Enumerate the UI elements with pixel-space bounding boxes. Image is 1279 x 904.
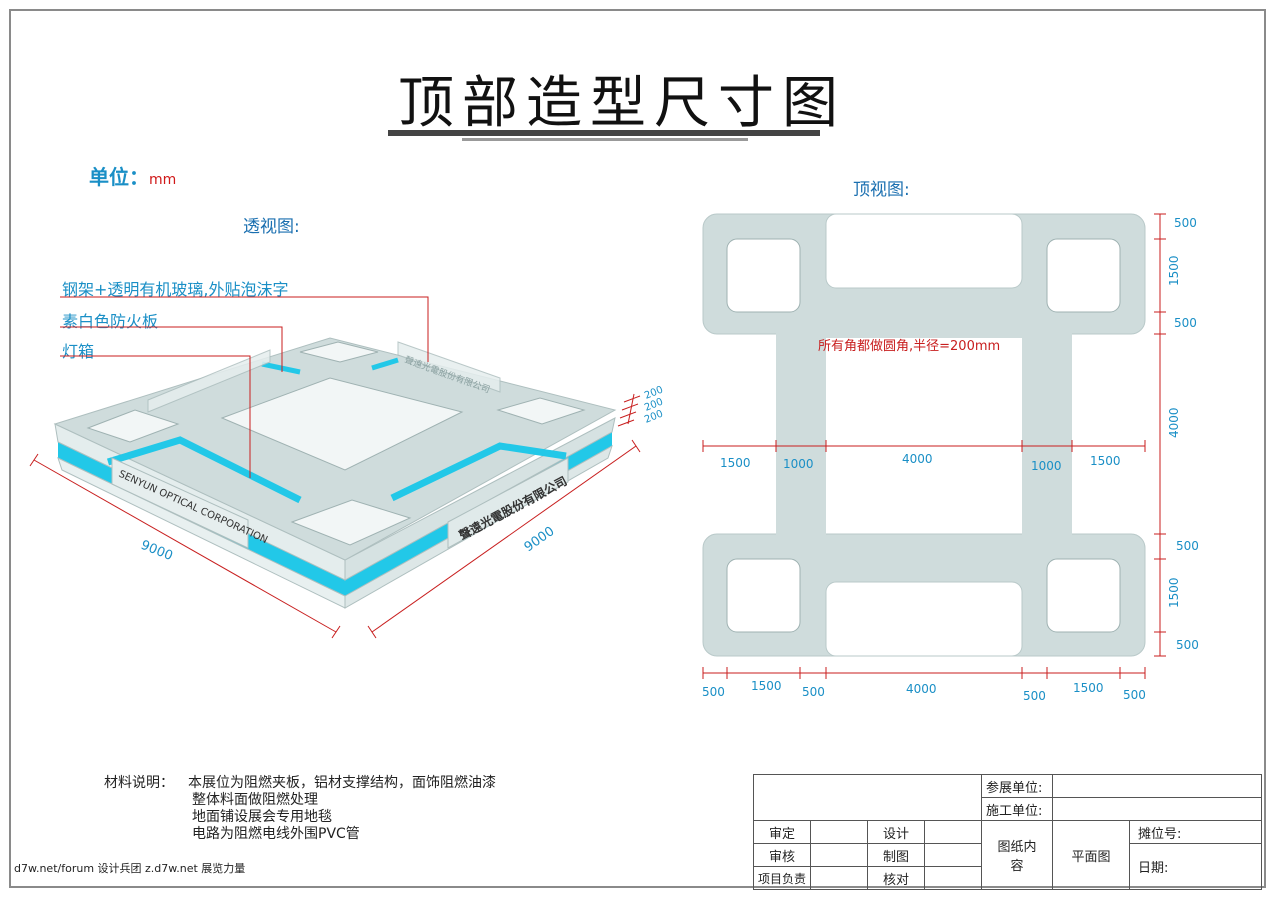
dim-tick-left-b: [331, 625, 341, 639]
inner-lightbox-left: [106, 436, 302, 504]
svg-text:4000: 4000: [902, 452, 933, 466]
watermark-text: d7w.net/forum 设计兵团 z.d7w.net 展览力量: [14, 862, 246, 875]
materials-heading: 材料说明：: [104, 775, 174, 791]
inner-lightbox-back2: [371, 357, 399, 371]
unit-text: 单位：: [89, 165, 149, 189]
top-view-label: 顶视图:: [853, 180, 910, 200]
perspective-label: 透视图:: [243, 217, 300, 237]
callout-steel-frame: 钢架+透明有机玻璃,外贴泡沫字: [62, 280, 289, 299]
middle-bar: [776, 288, 1072, 338]
center-opening: [220, 377, 464, 471]
svg-text:1500: 1500: [1090, 454, 1121, 468]
svg-text:500: 500: [1123, 688, 1146, 702]
dim-tick-left-a: [29, 453, 39, 467]
hole-bottom-right: [1046, 558, 1121, 633]
inner-lightbox-back: [261, 361, 301, 375]
svg-text:1500: 1500: [1073, 681, 1104, 695]
dim-text-right: 9000: [522, 524, 558, 555]
dim-height-tick-3: [619, 411, 637, 419]
page-title: 顶部造型尺寸图: [398, 71, 846, 136]
sign-board-back-left: [147, 349, 271, 413]
dim-height-tick-4: [617, 419, 635, 427]
corner-opening-front: [290, 499, 412, 546]
rounded-corner-note: 所有角都做圆角,半径=200mm: [818, 339, 1000, 354]
sign-board-left: [111, 457, 249, 549]
review-label: 审核: [753, 843, 811, 867]
title-underline-thin: [462, 138, 748, 141]
project-lead-label: 项目负责: [753, 866, 811, 890]
svg-text:1500: 1500: [1167, 255, 1181, 286]
svg-text:500: 500: [802, 685, 825, 699]
svg-text:500: 500: [702, 685, 725, 699]
exhibitor-value: [1052, 774, 1262, 798]
title-block: 参展单位: 施工单位: 审定 设计 图纸内容 平面图 摊位号: 审核 制图 日期…: [753, 774, 1262, 890]
callout-fireproof-board: 素白色防火板: [62, 312, 159, 331]
title-underline: [388, 130, 820, 136]
date-label: 日期:: [1129, 843, 1262, 890]
dim-tick-right-b: [631, 439, 641, 453]
top-view-dimensions: [702, 213, 1166, 679]
drawing-content-label: 图纸内容: [981, 820, 1053, 890]
svg-text:500: 500: [1176, 539, 1199, 553]
hole-top-left: [726, 238, 801, 313]
svg-text:4000: 4000: [906, 682, 937, 696]
svg-text:500: 500: [1174, 216, 1197, 230]
design-label: 设计: [867, 820, 925, 844]
dim-line-right: [371, 445, 637, 633]
materials-line-3: 地面铺设展会专用地毯: [192, 809, 332, 825]
svg-text:500: 500: [1176, 638, 1199, 652]
dim-height-tick-2: [621, 403, 639, 411]
approve-label: 审定: [753, 820, 811, 844]
svg-text:500: 500: [1174, 316, 1197, 330]
dim-tick-right-a: [367, 625, 377, 639]
unit-value: mm: [149, 172, 177, 188]
drawing-frame: [9, 9, 1266, 888]
svg-text:1500: 1500: [720, 456, 751, 470]
materials-line-1: 本展位为阻燃夹板，铝材支撑结构，面饰阻燃油漆: [188, 775, 496, 791]
materials-notes: 材料说明： 本展位为阻燃夹板，铝材支撑结构，面饰阻燃油漆 整体料面做阻燃处理 地面…: [104, 775, 496, 843]
bottom-dim-labels: 500 1500 500 4000 500 1500 500: [702, 679, 1146, 703]
plan-label: 平面图: [1052, 820, 1130, 890]
corner-opening-left: [86, 409, 180, 443]
svg-text:1500: 1500: [751, 679, 782, 693]
svg-text:1500: 1500: [1167, 577, 1181, 608]
callout-line-2: [60, 326, 283, 372]
bottom-gap: [825, 581, 1023, 657]
draw-label: 制图: [867, 843, 925, 867]
hole-bottom-left: [726, 558, 801, 633]
corner-opening-back: [299, 341, 379, 363]
dim-line-left: [33, 459, 337, 633]
materials-line-2: 整体料面做阻燃处理: [192, 792, 318, 808]
perspective-view: SENYUN OPTICAL CORPORATION 聲遠光電股份有限公司 聲遠…: [29, 296, 665, 639]
dim-text-left: 9000: [139, 538, 175, 564]
corner-opening-right: [496, 397, 586, 425]
hole-top-right: [1046, 238, 1121, 313]
top-view: [702, 213, 1146, 657]
callout-line-3: [60, 355, 251, 478]
callout-line-1: [60, 296, 429, 362]
inner-lightbox-right: [390, 442, 567, 502]
booth-number-label: 摊位号:: [1129, 820, 1262, 844]
top-gap: [825, 213, 1023, 289]
svg-text:500: 500: [1023, 689, 1046, 703]
exhibitor-label: 参展单位:: [981, 774, 1053, 798]
unit-label: 单位：mm: [89, 161, 176, 190]
contractor-label: 施工单位:: [981, 797, 1053, 821]
right-dim-labels: 500 1500 500 4000 500 1500 500: [1167, 216, 1199, 652]
sign-board-back: [397, 341, 501, 393]
svg-text:4000: 4000: [1167, 407, 1181, 438]
sign-board-right: [447, 457, 569, 549]
dim-height-tick-1: [623, 395, 641, 403]
side-panel-right: [344, 417, 616, 581]
check-label: 核对: [867, 866, 925, 890]
mid-dim-labels: 1500 1000 4000 1000 1500: [720, 452, 1121, 473]
materials-line-4: 电路为阻燃电线外围PVC管: [192, 826, 360, 842]
svg-text:1000: 1000: [783, 457, 814, 471]
contractor-value: [1052, 797, 1262, 821]
svg-text:1000: 1000: [1031, 459, 1062, 473]
